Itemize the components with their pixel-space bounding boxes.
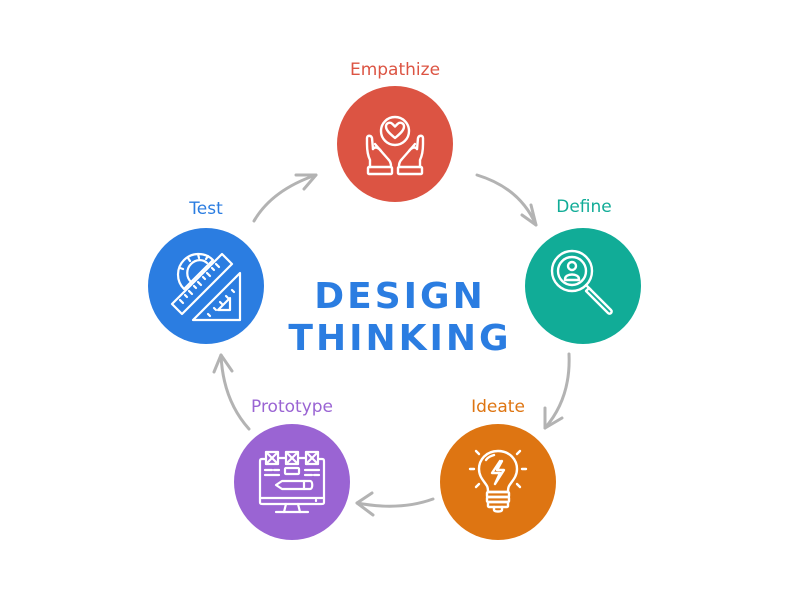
arrow-test-to-empathize — [252, 173, 318, 223]
monitor-wireframe-icon — [258, 450, 326, 514]
step-define — [525, 228, 641, 344]
title-line-2: THINKING — [288, 318, 512, 359]
arrow-ideate-to-prototype — [355, 491, 435, 517]
arrow-prototype-to-test — [212, 353, 251, 431]
step-label-test: Test — [189, 199, 223, 219]
step-circle-ideate — [440, 424, 556, 540]
step-empathize — [337, 86, 453, 202]
step-label-prototype: Prototype — [250, 397, 334, 417]
step-ideate — [440, 424, 556, 540]
step-test — [148, 228, 264, 344]
magnifier-person-icon — [550, 249, 613, 315]
diagram-title: DESIGN THINKING — [288, 276, 511, 360]
step-prototype — [234, 424, 350, 540]
step-circle-prototype — [234, 424, 350, 540]
lightbulb-icon — [468, 449, 528, 513]
ruler-protractor-icon — [170, 252, 242, 322]
title-line-1: DESIGN — [314, 276, 486, 317]
step-circle-test — [148, 228, 264, 344]
step-label-define: Define — [556, 197, 612, 217]
arrow-empathize-to-define — [475, 173, 538, 227]
arrow-define-to-ideate — [543, 352, 571, 430]
step-label-empathize: Empathize — [349, 60, 441, 80]
hands-heart-icon — [365, 115, 425, 176]
step-label-ideate: Ideate — [471, 397, 525, 417]
step-circle-define — [525, 228, 641, 344]
step-circle-empathize — [337, 86, 453, 202]
